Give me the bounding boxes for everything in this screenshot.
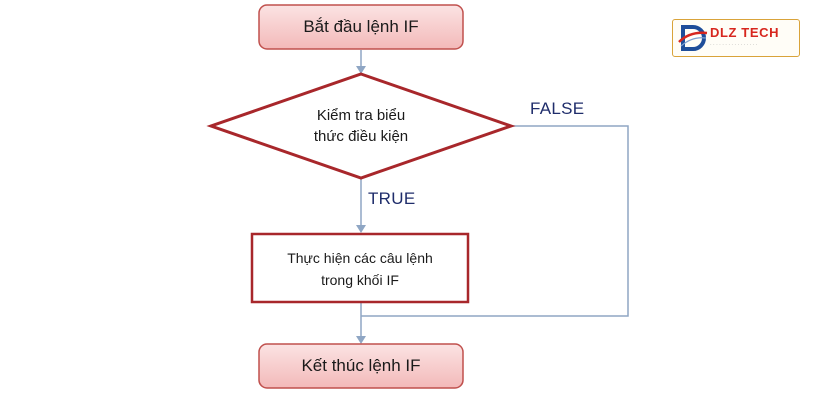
dlz-tech-logo-icon [678, 25, 708, 51]
action-label-line-1: Thực hiện các câu lệnh [287, 250, 433, 266]
end-node-label: Kết thúc lệnh IF [301, 356, 421, 375]
action-node [250, 232, 470, 304]
connector-false-branch [361, 125, 629, 317]
condition-label-line-1: Kiểm tra biểu [316, 107, 406, 124]
action-node-label: Thực hiện các câu lệnh trong khối IF [252, 247, 468, 291]
arrowhead-end [356, 336, 366, 344]
arrowhead-action [356, 225, 366, 233]
action-label-line-2: trong khối IF [321, 272, 399, 288]
brand-tagline: · · · · · · · · · · · · · · · · [710, 42, 758, 48]
condition-decision-node [206, 72, 516, 180]
condition-label-line-2: thức điều kiện [313, 128, 409, 145]
brand-logo: DLZ TECH · · · · · · · · · · · · · · · · [672, 19, 800, 57]
arrowhead-condition [356, 66, 366, 74]
start-node [258, 4, 464, 50]
false-branch-label: FALSE [530, 99, 585, 118]
condition-node-label: Kiểm tra biểu thức điều kiện [271, 105, 451, 147]
brand-name: DLZ TECH [710, 25, 780, 40]
end-node [258, 343, 464, 389]
true-branch-label: TRUE [368, 189, 416, 208]
start-node-label: Bắt đầu lệnh IF [303, 17, 419, 36]
